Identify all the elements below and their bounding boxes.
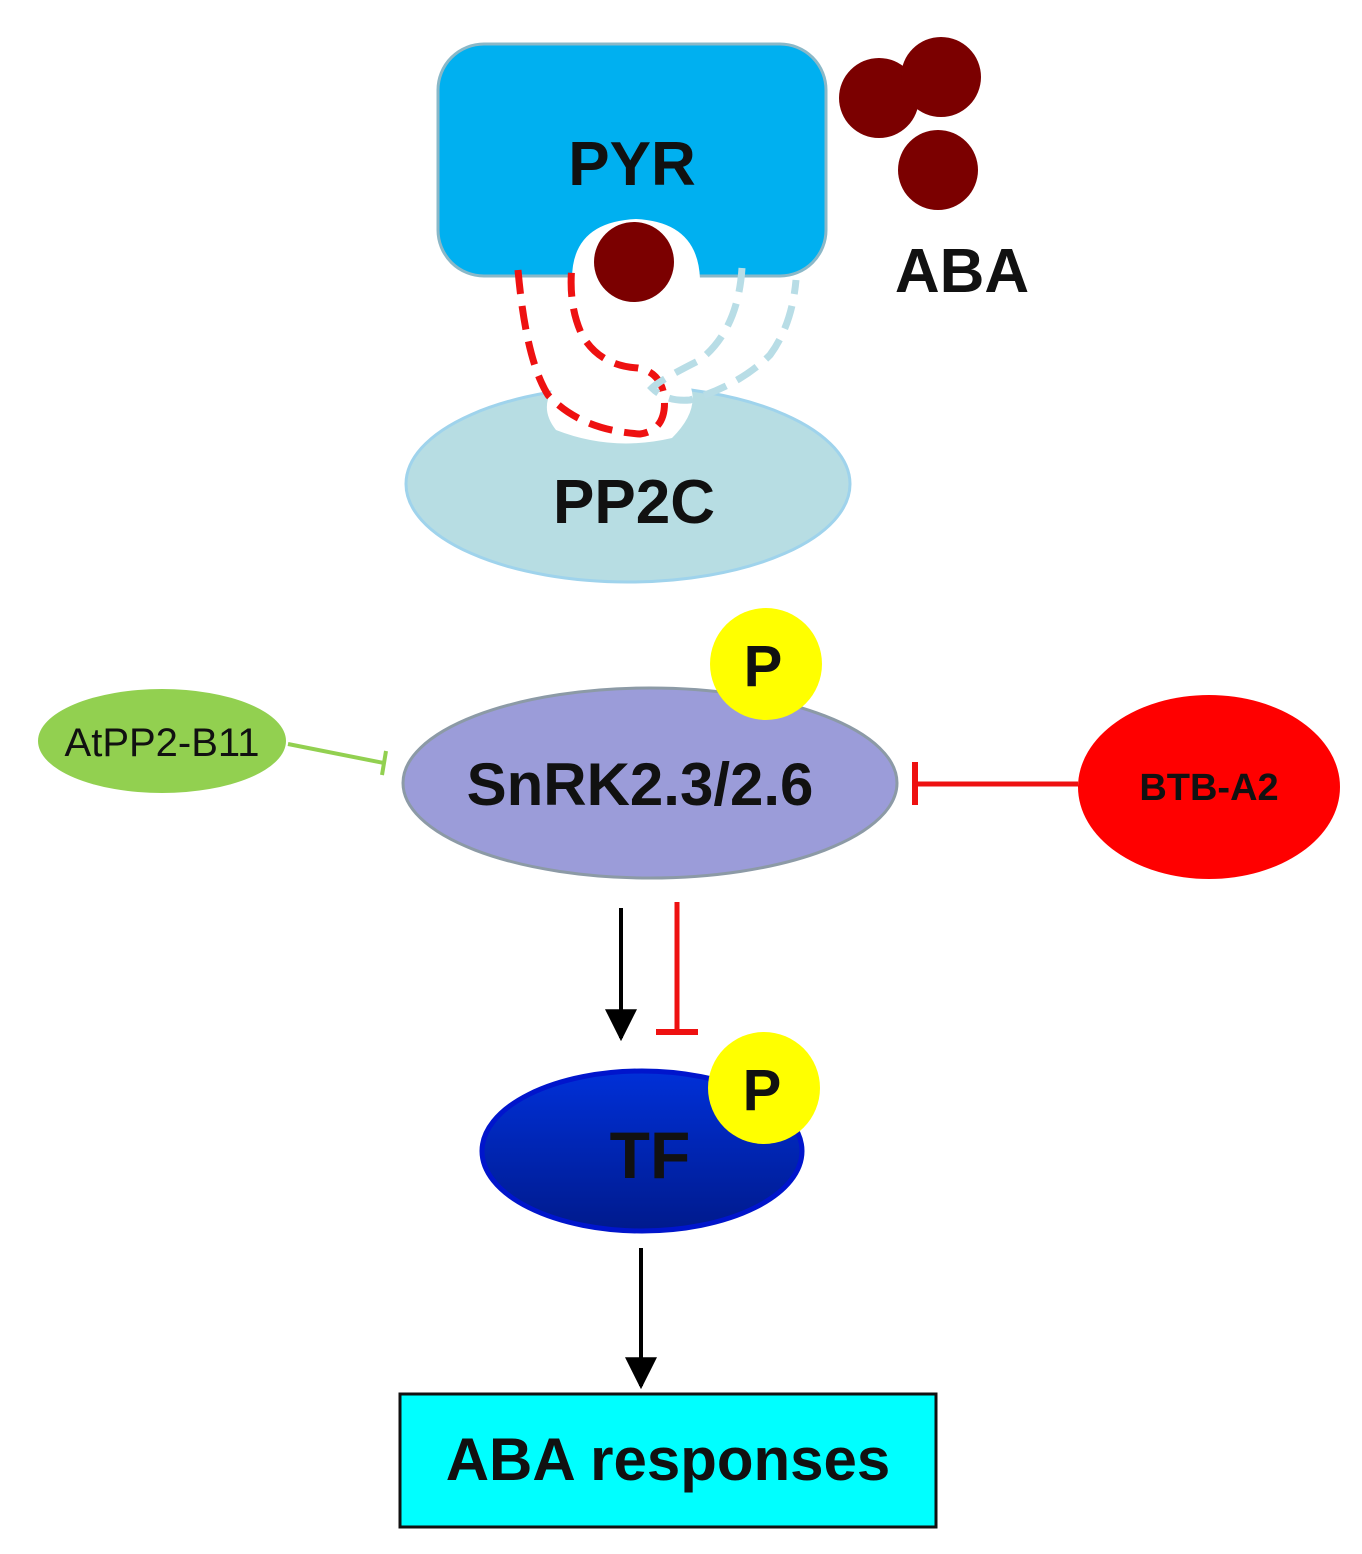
btb-a2-node (1078, 695, 1340, 879)
snrk2-phosphate-label: P (744, 634, 783, 699)
atpp2-b11-label: AtPP2-B11 (65, 721, 260, 765)
tf-label: TF (610, 1118, 691, 1192)
tf-phosphate-badge (708, 1032, 820, 1144)
pyr-label: PYR (568, 130, 695, 199)
red-dashed-loop (514, 264, 668, 438)
snrk2-label: SnRK2.3/2.6 (467, 751, 814, 818)
btb-a2-label: BTB-A2 (1139, 767, 1278, 809)
aba-bound-molecule (594, 222, 674, 302)
aba-molecule (839, 58, 919, 138)
blue-dashed-loop (647, 267, 800, 404)
atpp2-b11-node (38, 689, 286, 793)
aba-responses-label: ABA responses (446, 1426, 891, 1493)
atpp2-b11-inhibition-bar (380, 750, 388, 776)
pp2c-label: PP2C (553, 468, 715, 537)
aba-label: ABA (895, 237, 1029, 306)
aba-molecule (898, 130, 978, 210)
tf-phosphate-label: P (743, 1058, 782, 1123)
snrk2-node (401, 686, 899, 880)
snrk2-phosphate-badge (710, 608, 822, 720)
aba-molecule (901, 37, 981, 117)
atpp2-b11-inhibition-line (287, 742, 385, 765)
aba-responses-box (398, 1392, 938, 1529)
